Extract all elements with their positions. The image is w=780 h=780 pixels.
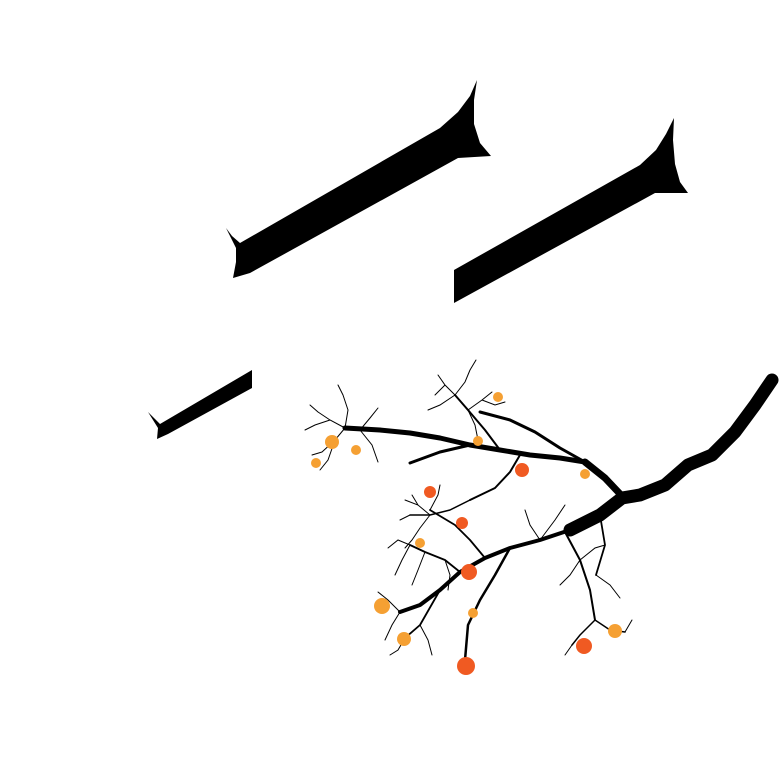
- lower-twig: [463, 546, 512, 662]
- persimmon: [468, 608, 478, 618]
- back-left-roof: [226, 80, 491, 278]
- fine-twigs: [304, 359, 633, 656]
- persimmon: [325, 435, 339, 449]
- trunk-tip: [581, 458, 626, 500]
- twig-cluster-top: [427, 359, 506, 441]
- lower-twig: [409, 544, 461, 573]
- persimmon: [580, 469, 590, 479]
- mid-twig: [571, 619, 596, 646]
- persimmon: [515, 463, 529, 477]
- persimmon: [461, 564, 477, 580]
- low-left-roof: [148, 370, 252, 439]
- main-trunk: [563, 373, 779, 537]
- persimmon: [415, 538, 425, 548]
- persimmon: [351, 445, 361, 455]
- upper-twig: [469, 454, 521, 501]
- lower-twig: [564, 531, 596, 621]
- mid-twig: [409, 499, 471, 516]
- persimmon: [374, 598, 390, 614]
- persimmons: [311, 392, 622, 675]
- persimmon: [311, 458, 321, 468]
- persimmon: [424, 486, 436, 498]
- wall-shadows: [164, 155, 685, 542]
- persimmon: [473, 436, 483, 446]
- twig-cluster-right: [524, 504, 633, 656]
- twig-cluster-mid: [399, 484, 441, 549]
- roofs: [148, 80, 688, 439]
- back-right-roof: [454, 118, 688, 303]
- persimmon: [457, 657, 475, 675]
- persimmon: [493, 392, 503, 402]
- upper-twig: [478, 410, 587, 464]
- persimmon: [397, 632, 411, 646]
- upper-twig: [408, 443, 472, 465]
- twig-cluster-lower: [377, 539, 451, 656]
- upper-twig: [454, 394, 501, 451]
- persimmon: [608, 624, 622, 638]
- persimmon: [576, 638, 592, 654]
- persimmon-branch: [342, 373, 779, 662]
- persimmon: [456, 517, 468, 529]
- lower-twig: [429, 509, 486, 559]
